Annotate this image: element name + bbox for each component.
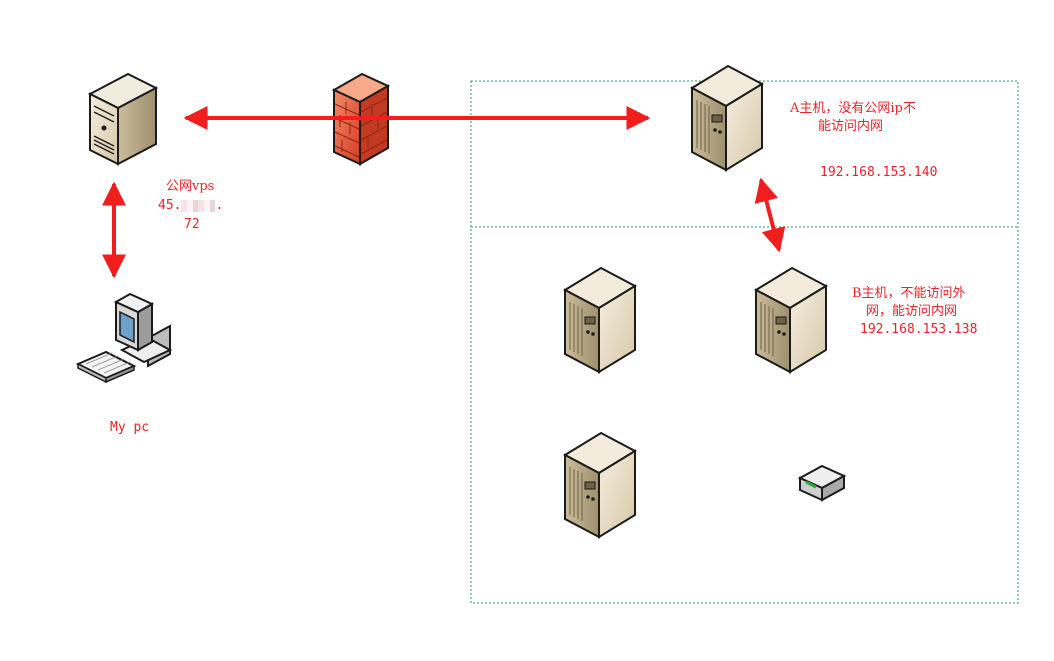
vps-ip-line: 45.. — [158, 197, 223, 215]
my-pc-icon — [75, 292, 173, 384]
internal-server-icon — [564, 267, 636, 373]
host-b-ip: 192.168.153.138 — [860, 322, 978, 337]
host-a-desc-line1: A主机，没有公网ip不 — [790, 101, 916, 116]
host-a-ip: 192.168.153.140 — [820, 165, 938, 180]
arrow-host-a-to-host-b — [754, 177, 786, 253]
host-a-server-icon — [691, 65, 763, 171]
vps-ip-suffix: 72 — [184, 217, 200, 232]
internal-server-icon — [564, 432, 636, 538]
vps-label-line1: 公网vps — [166, 179, 215, 194]
host-a-desc-line2: 能访问内网 — [818, 119, 884, 134]
redacted-ip-segment — [181, 199, 216, 212]
vps-ip-prefix: 45. — [158, 198, 182, 213]
vps-server-icon — [87, 72, 159, 166]
host-b-desc-line2: 网，能访问内网 — [866, 304, 958, 319]
my-pc-label: My pc — [110, 420, 150, 435]
host-b-desc-line1: B主机，不能访问外 — [852, 286, 966, 301]
network-switch-icon — [797, 464, 847, 502]
vps-ip-dot: . — [215, 198, 224, 213]
host-b-server-icon — [755, 267, 827, 373]
